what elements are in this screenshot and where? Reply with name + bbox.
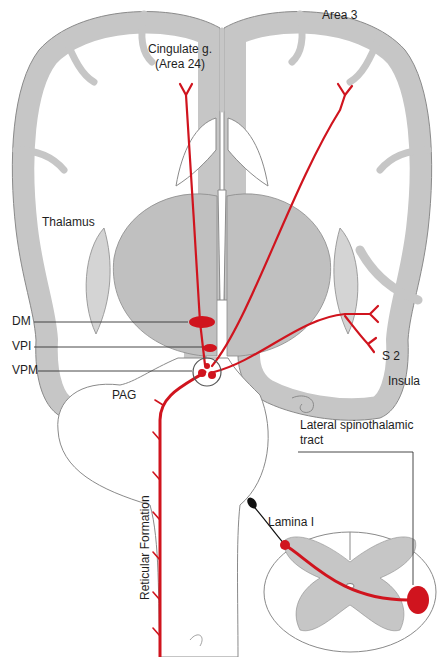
terminal bbox=[338, 84, 352, 95]
structure-label: VPM bbox=[12, 363, 38, 378]
projection-to-area3 bbox=[212, 95, 345, 366]
vpm-dot bbox=[204, 363, 210, 369]
structure-label: Insula bbox=[388, 374, 420, 389]
brainstem bbox=[58, 358, 268, 657]
structure-label: Area 3 bbox=[322, 8, 357, 23]
crossing-fiber bbox=[285, 545, 408, 600]
leader-line bbox=[34, 322, 188, 323]
dm-nucleus bbox=[189, 316, 215, 328]
terminal bbox=[180, 84, 192, 95]
midline-fissure bbox=[220, 30, 225, 110]
sulcus bbox=[350, 35, 380, 82]
vpi-nucleus bbox=[203, 344, 217, 352]
lentiform-nucleus bbox=[86, 228, 110, 334]
sulci bbox=[16, 14, 428, 300]
cortex-band bbox=[224, 12, 432, 421]
sulcus bbox=[16, 150, 64, 170]
structure-label: S 2 bbox=[382, 349, 400, 364]
sulcus bbox=[64, 35, 94, 82]
spinal-cord-outline bbox=[264, 532, 436, 652]
projection-to-s2 bbox=[214, 314, 370, 372]
structure-label: Cingulate g. (Area 24) bbox=[140, 42, 220, 72]
artist-signature bbox=[190, 635, 202, 646]
ganglion-cell bbox=[245, 496, 258, 510]
structure-label: Thalamus bbox=[42, 215, 95, 230]
pain-pathway bbox=[153, 84, 408, 657]
vpm-dot bbox=[208, 371, 216, 379]
third-ventricle bbox=[218, 190, 226, 300]
lateral-ventricle bbox=[176, 118, 216, 186]
terminal bbox=[370, 306, 378, 322]
terminal bbox=[345, 316, 376, 352]
structure-label: VPI bbox=[12, 339, 31, 354]
structure-label: PAG bbox=[112, 388, 136, 403]
right-hemisphere bbox=[224, 12, 432, 421]
sulcus bbox=[380, 150, 428, 170]
structure-label: Lateral spinothalamic tract bbox=[300, 418, 415, 448]
leader-line bbox=[298, 452, 413, 585]
structure-label: Reticular Formation bbox=[138, 495, 153, 600]
leader-lines bbox=[34, 322, 413, 585]
leader-line bbox=[38, 371, 192, 372]
tract-area bbox=[407, 586, 429, 614]
lateral-fissure bbox=[360, 250, 418, 300]
reticular-collaterals bbox=[153, 400, 163, 636]
cortex-outline bbox=[224, 12, 432, 421]
hippocampus bbox=[292, 396, 314, 413]
thalamus-right bbox=[227, 194, 331, 356]
structure-label: Lamina I bbox=[268, 515, 314, 530]
leader-line bbox=[34, 347, 202, 348]
deep-nuclei bbox=[86, 194, 358, 356]
lamina-neuron bbox=[280, 540, 290, 550]
dorsal-median-septum bbox=[350, 532, 351, 560]
ascending-tract bbox=[160, 372, 205, 657]
vpm-dot bbox=[198, 369, 206, 377]
structure-label: DM bbox=[12, 314, 31, 329]
spinal-cord-section bbox=[245, 496, 436, 652]
lateral-ventricle bbox=[228, 118, 268, 186]
vpm-outline bbox=[193, 358, 221, 386]
sulcus bbox=[292, 14, 302, 62]
